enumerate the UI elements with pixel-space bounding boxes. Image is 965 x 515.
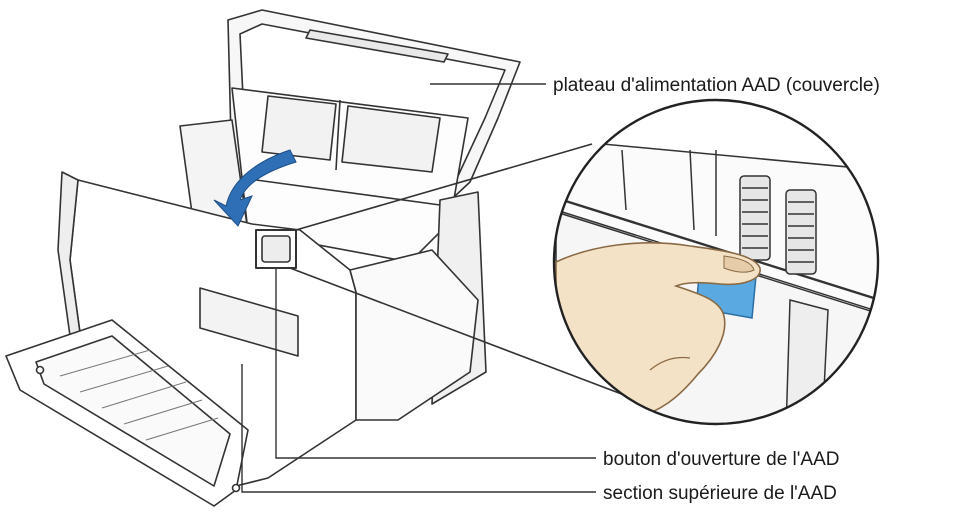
tray-screw-left [37,367,44,374]
zoom-roller-left [740,176,770,260]
zoom-roller-right [786,190,816,274]
label-adf-feed-tray-cover: plateau d'alimentation AAD (couvercle) [553,75,880,96]
feed-window-left [262,96,336,160]
label-adf-open-button: bouton d'ouverture de l'AAD [603,449,839,470]
adf-open-button-tab [262,236,290,262]
feed-window-right [342,106,440,172]
label-adf-upper-section: section supérieure de l'AAD [603,483,837,504]
tray-screw-right [233,485,240,492]
zoom-right-rail [786,300,828,430]
